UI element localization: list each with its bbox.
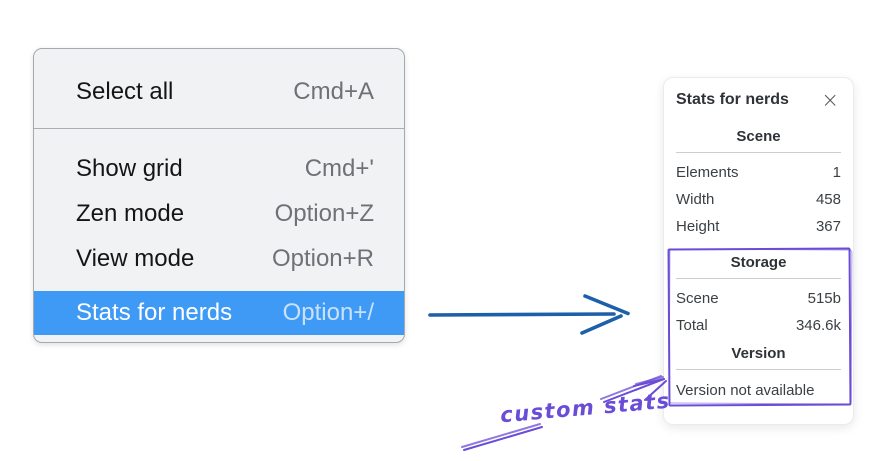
stat-label: Scene bbox=[676, 290, 719, 307]
stat-row-total-storage: Total 346.6k bbox=[676, 312, 841, 339]
stat-value: 367 bbox=[815, 218, 841, 235]
stat-row-scene-storage: Scene 515b bbox=[676, 285, 841, 312]
menu-item-shortcut: Option+Z bbox=[274, 199, 374, 227]
menu-item-view-mode[interactable]: View mode Option+R bbox=[34, 236, 404, 281]
panel-title: Stats for nerds bbox=[676, 91, 789, 108]
stats-panel-header: Stats for nerds × bbox=[676, 88, 841, 112]
stat-row-height: Height 367 bbox=[676, 213, 841, 240]
section-heading-storage: Storage bbox=[730, 254, 787, 271]
pointer-arrow bbox=[428, 294, 630, 335]
menu-item-label: Zen mode bbox=[76, 199, 185, 227]
stat-label: Total bbox=[676, 317, 708, 334]
stat-value: 346.6k bbox=[795, 317, 841, 334]
menu-item-select-all[interactable]: Select all Cmd+A bbox=[34, 69, 404, 114]
stat-value: 1 bbox=[832, 164, 841, 181]
menu-separator bbox=[34, 128, 404, 129]
menu-item-stats-for-nerds[interactable]: Stats for nerds Option+/ bbox=[34, 291, 404, 335]
menu-item-label: Show grid bbox=[76, 154, 183, 182]
stat-label: Elements bbox=[676, 164, 739, 181]
menu-item-label: Select all bbox=[76, 77, 174, 105]
stat-label: Height bbox=[676, 218, 720, 235]
stats-panel: Stats for nerds × Scene Elements 1 Width… bbox=[663, 77, 854, 425]
close-button[interactable]: × bbox=[819, 88, 841, 112]
menu-item-shortcut: Cmd+' bbox=[304, 154, 374, 182]
section-rule bbox=[676, 369, 841, 370]
menu-item-show-grid[interactable]: Show grid Cmd+' bbox=[34, 146, 404, 191]
section-heading-scene: Scene bbox=[736, 128, 781, 145]
stat-value: 515b bbox=[807, 290, 841, 307]
stat-row-elements: Elements 1 bbox=[676, 159, 841, 186]
version-note: Version not available bbox=[676, 381, 815, 399]
section-rule bbox=[676, 278, 841, 279]
stat-label: Width bbox=[676, 191, 715, 208]
menu-item-label: View mode bbox=[76, 244, 195, 272]
custom-stats-highlight-box: Storage Scene 515b Total 346.6k Version … bbox=[668, 248, 851, 406]
stat-value: 458 bbox=[815, 191, 841, 208]
annotation-label: custom stats bbox=[499, 388, 672, 428]
menu-item-shortcut: Cmd+A bbox=[293, 77, 374, 105]
context-menu: Select all Cmd+A Show grid Cmd+' Zen mod… bbox=[33, 48, 405, 343]
close-icon: × bbox=[821, 88, 839, 112]
stat-row-width: Width 458 bbox=[676, 186, 841, 213]
menu-item-shortcut: Option+R bbox=[271, 244, 374, 272]
menu-item-zen-mode[interactable]: Zen mode Option+Z bbox=[34, 191, 404, 236]
menu-item-label: Stats for nerds bbox=[76, 299, 233, 326]
section-rule bbox=[676, 152, 841, 153]
section-heading-version: Version bbox=[731, 345, 786, 362]
menu-item-shortcut: Option+/ bbox=[282, 299, 374, 326]
